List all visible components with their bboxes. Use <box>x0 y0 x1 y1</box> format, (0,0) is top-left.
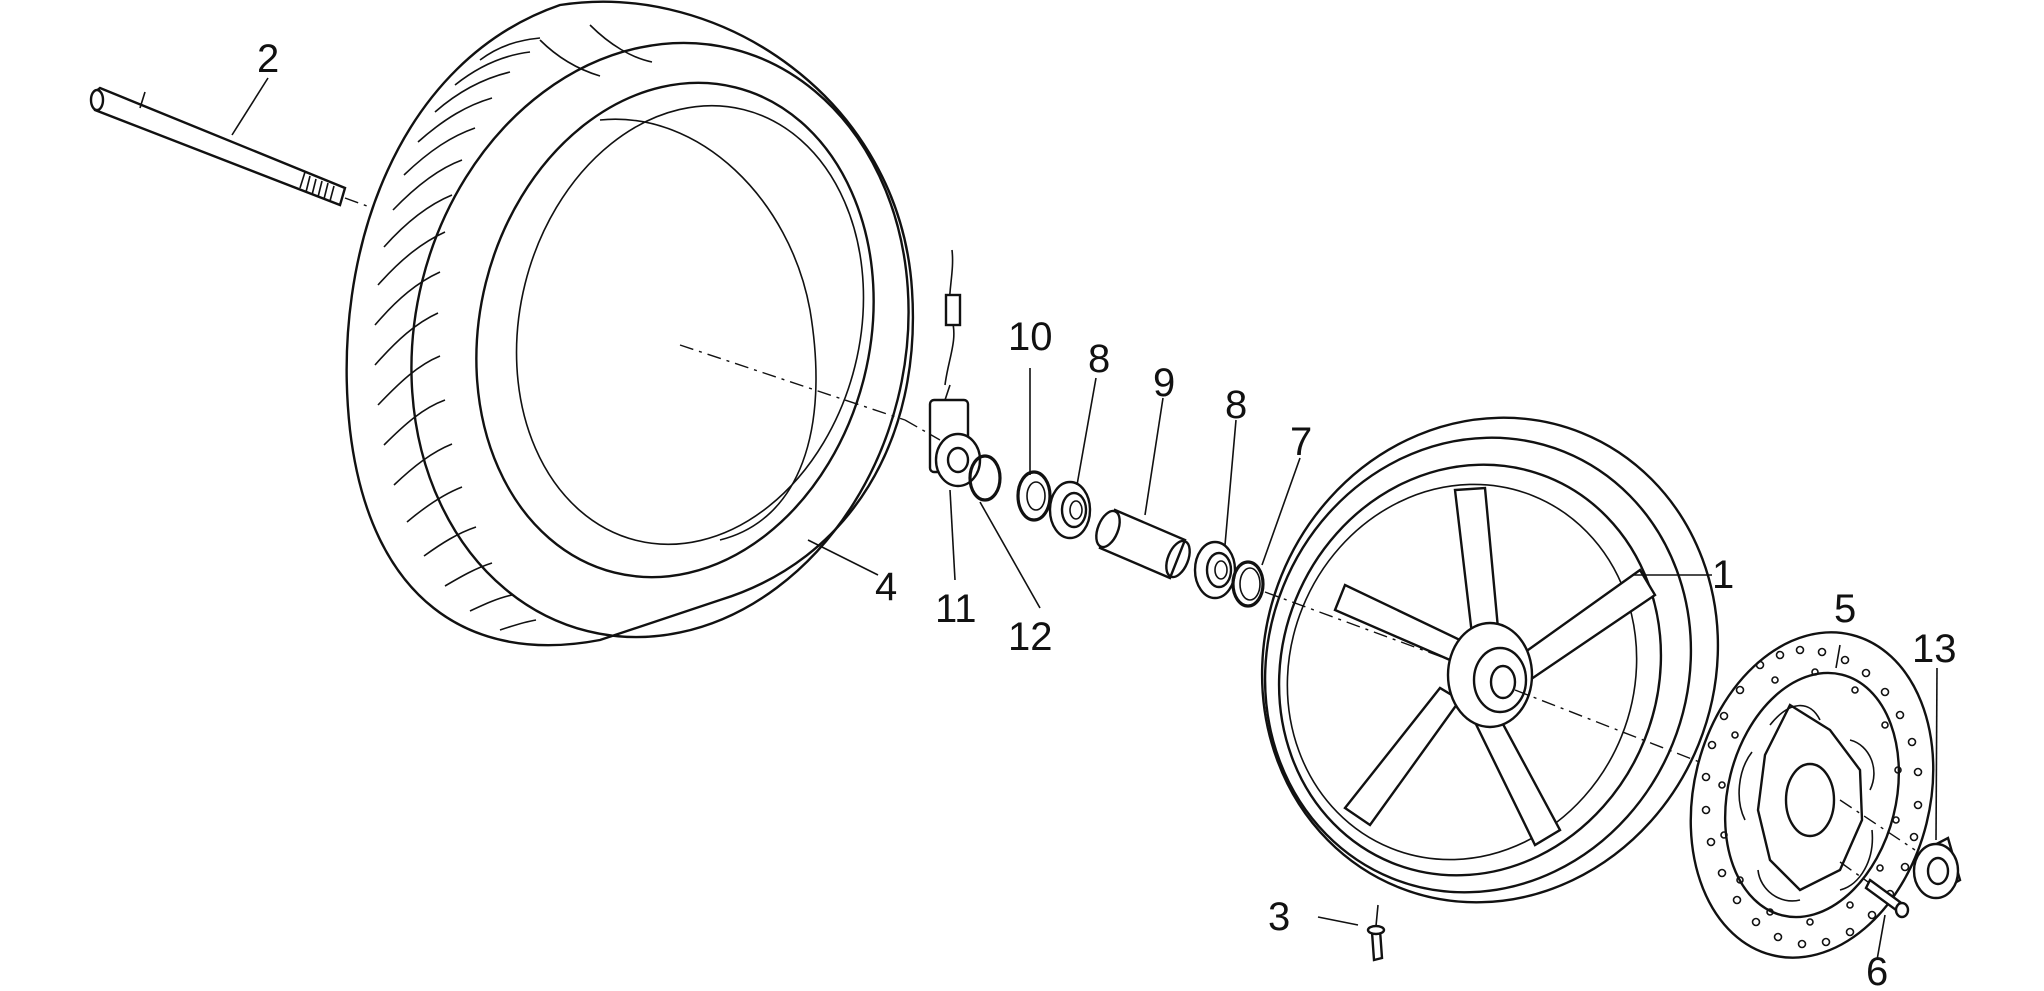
disc-bolt-part-6 <box>1839 861 1910 919</box>
wheel-spokes <box>1333 486 1657 847</box>
tire-part-4 <box>345 0 915 647</box>
label-part-7: 7 <box>1290 420 1312 464</box>
brake-disc-part-5 <box>1689 631 1935 959</box>
axle-part-2 <box>89 86 401 219</box>
circlip-part-7 <box>1231 560 1265 608</box>
bearing-part-8b <box>1193 540 1237 600</box>
disc-drill-holes <box>1701 645 1923 949</box>
wheel-rim-part-1 <box>1260 416 1721 904</box>
speed-sensor-part-11 <box>904 249 982 488</box>
part-labels: 1 2 3 4 5 6 7 8 8 9 10 11 12 13 <box>257 37 1957 991</box>
label-part-8a: 8 <box>1088 337 1110 381</box>
spacer-part-9 <box>1095 508 1191 580</box>
label-part-8b: 8 <box>1225 383 1247 427</box>
label-part-6: 6 <box>1866 950 1888 991</box>
label-part-11: 11 <box>935 587 977 631</box>
label-part-12: 12 <box>1008 615 1053 659</box>
label-part-10: 10 <box>1008 315 1053 359</box>
label-part-13: 13 <box>1912 627 1957 671</box>
valve-part-3 <box>1366 904 1386 962</box>
label-part-5: 5 <box>1834 587 1856 631</box>
label-part-4: 4 <box>875 565 897 609</box>
bearing-part-8a <box>1048 480 1092 540</box>
tread-grooves <box>374 24 653 631</box>
spacer-part-13 <box>1839 799 1962 900</box>
label-part-9: 9 <box>1153 361 1175 405</box>
label-part-3: 3 <box>1268 895 1290 939</box>
seal-part-10 <box>1016 470 1052 522</box>
disc-vanes <box>1738 704 1875 902</box>
circlip-part-12 <box>968 454 1002 502</box>
label-part-2: 2 <box>257 37 279 81</box>
leader-lines <box>231 77 1938 961</box>
label-part-1: 1 <box>1712 553 1734 597</box>
